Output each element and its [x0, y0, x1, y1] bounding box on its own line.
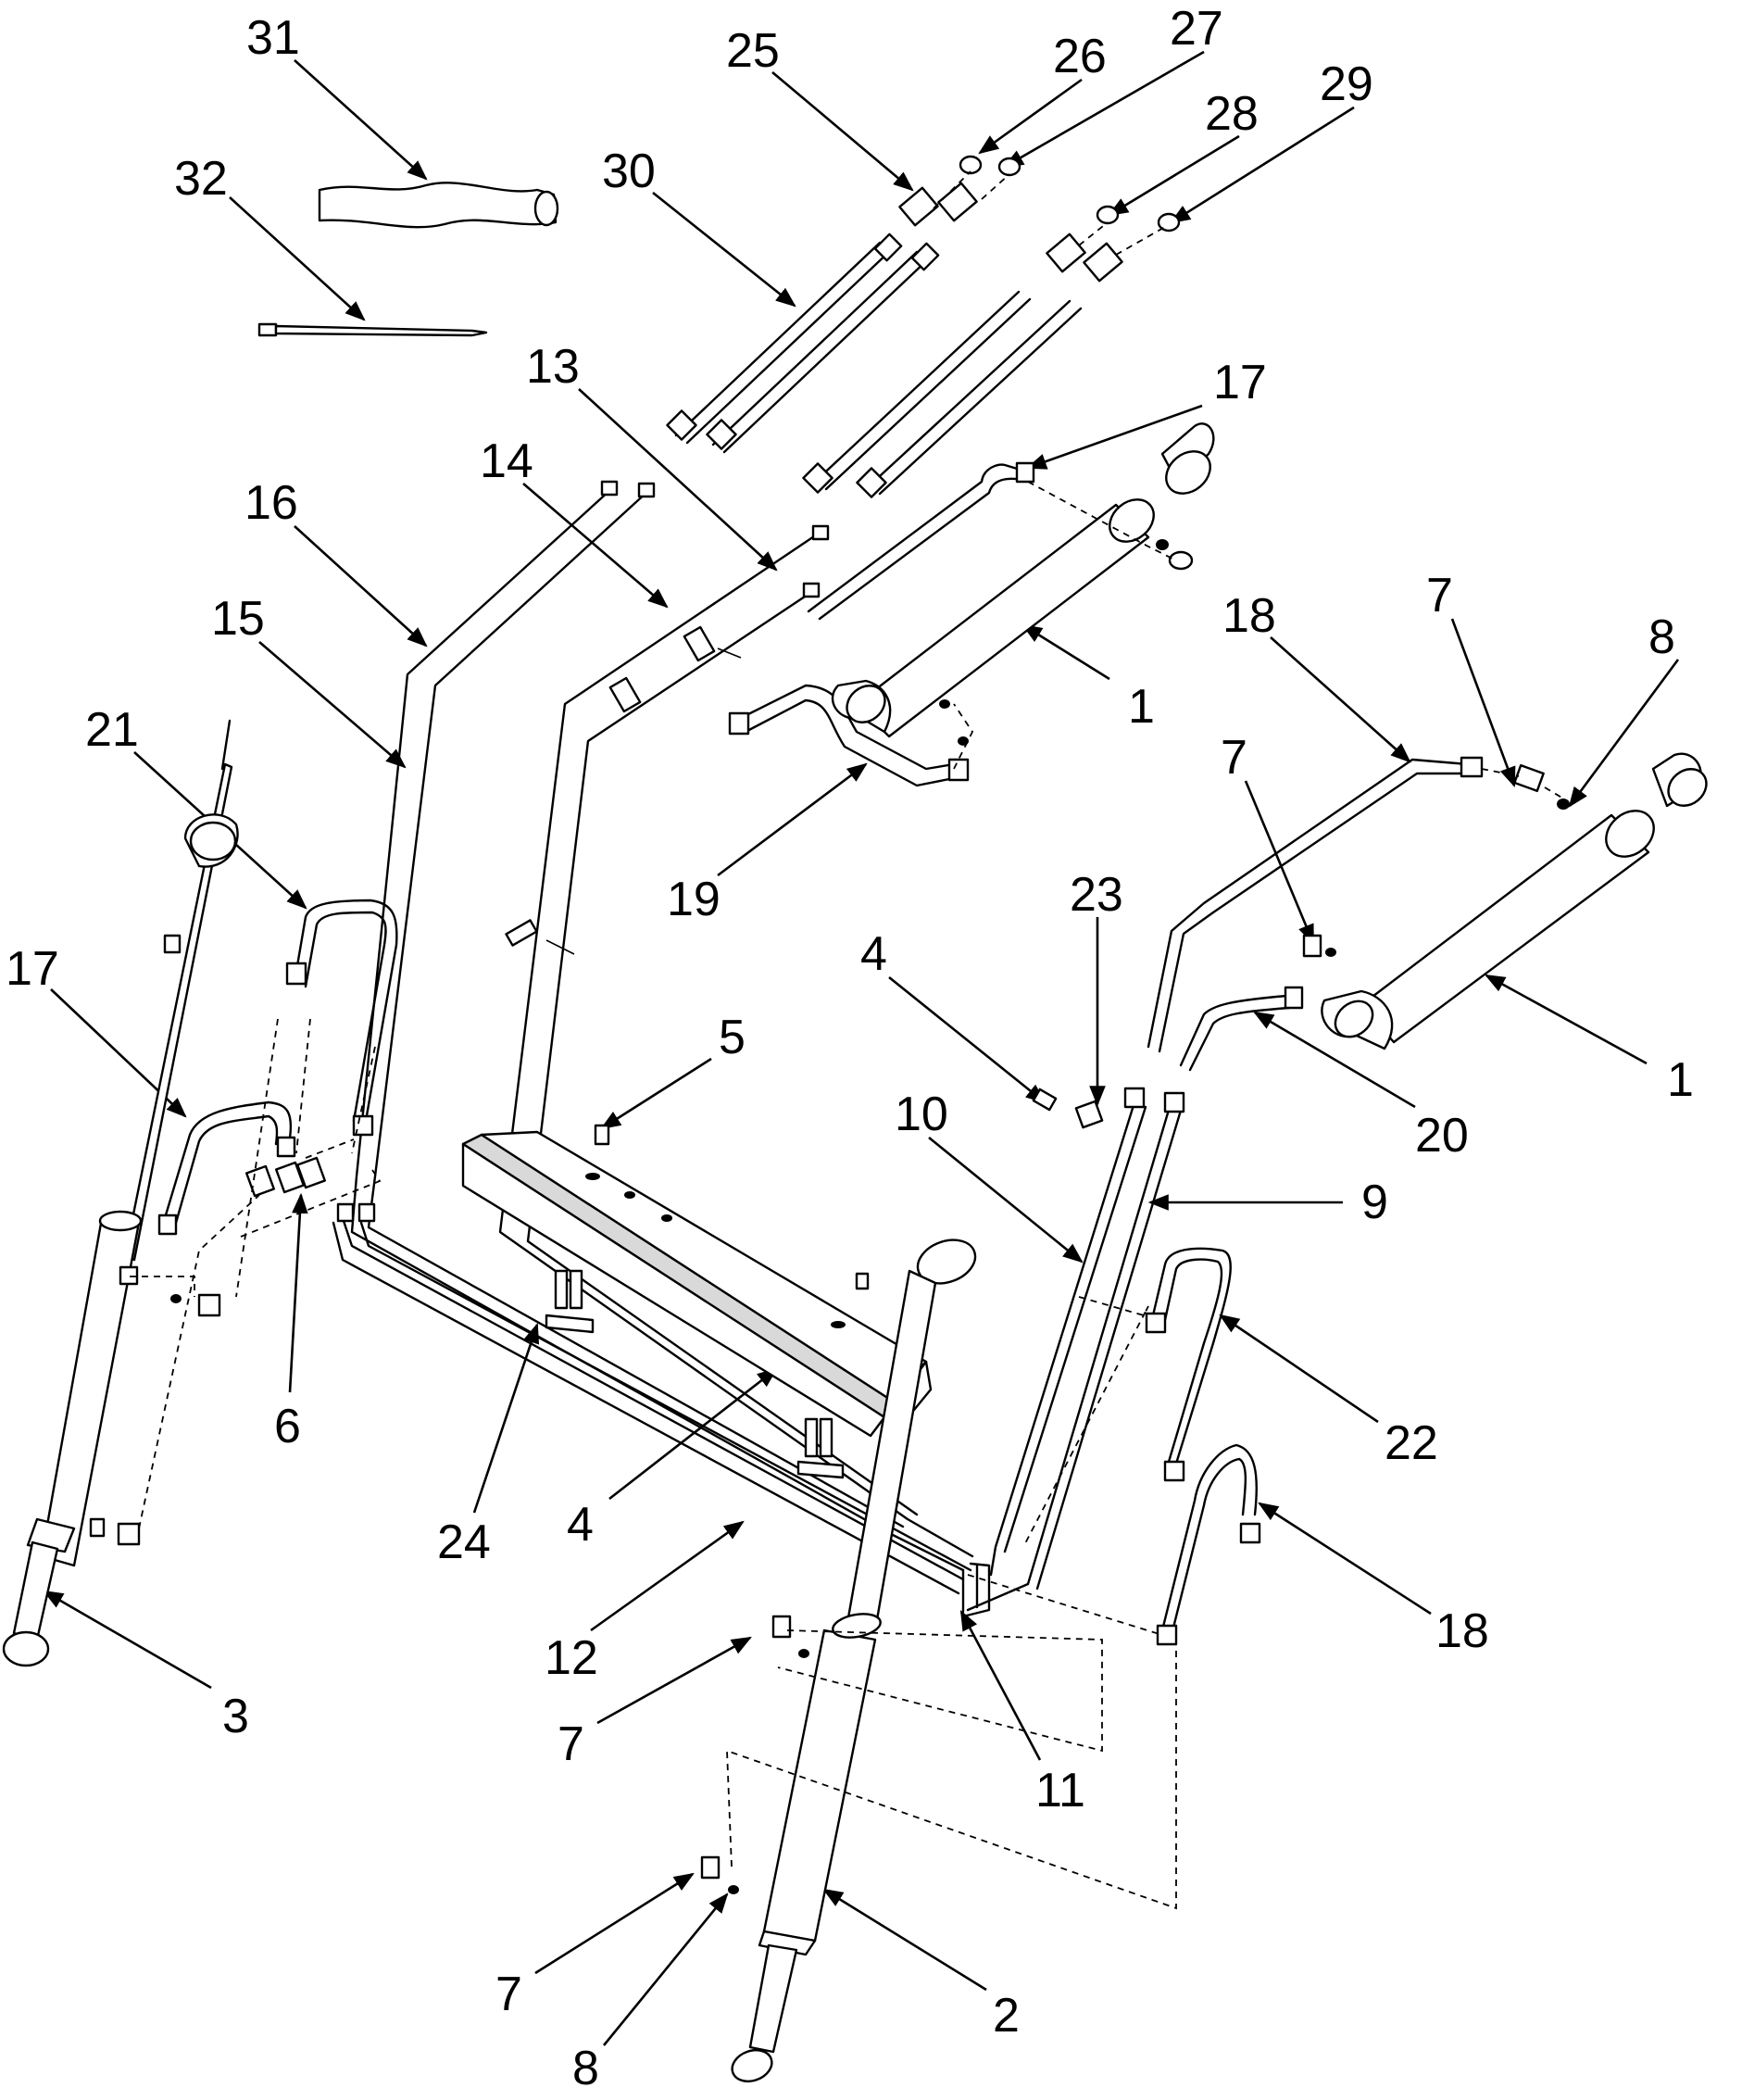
callout-22: 22 [1385, 1416, 1438, 1470]
cylinder-left [2, 719, 260, 1667]
callout-1-upper: 1 [1128, 680, 1155, 734]
callout-28: 28 [1205, 87, 1259, 141]
callout-labels: 31 25 26 27 28 29 30 32 13 17 14 16 1 7 … [6, 2, 1694, 2095]
hose-21 [285, 899, 398, 1137]
callout-7-mid: 7 [1221, 731, 1247, 785]
callout-4-lower: 4 [567, 1498, 594, 1552]
callout-11: 11 [1035, 1764, 1085, 1817]
cable-tie [257, 322, 488, 337]
callout-23: 23 [1070, 868, 1123, 922]
callout-14: 14 [480, 434, 533, 488]
callout-24: 24 [437, 1515, 491, 1569]
fitting-6 [235, 1018, 382, 1298]
couplers [898, 155, 1181, 283]
callout-2: 2 [993, 1989, 1020, 2043]
hose-18-upper [1147, 756, 1570, 1053]
hose-20 [1179, 934, 1336, 1072]
hose-18-lower [967, 1443, 1261, 1646]
callout-29: 29 [1320, 57, 1373, 111]
hose-sleeve [318, 182, 559, 229]
callout-27: 27 [1170, 2, 1223, 56]
callout-15: 15 [211, 592, 265, 646]
hose-22 [1145, 1247, 1232, 1482]
callout-10: 10 [895, 1088, 948, 1141]
bolt-set-24 [545, 1269, 845, 1479]
callout-3: 3 [222, 1690, 249, 1743]
callout-13: 13 [526, 340, 580, 394]
callout-1-lower: 1 [1667, 1053, 1694, 1107]
callout-6: 6 [274, 1400, 301, 1453]
callout-19: 19 [667, 873, 721, 926]
callout-7-right: 7 [1426, 569, 1453, 622]
callout-8-right: 8 [1648, 610, 1675, 664]
callout-30: 30 [602, 145, 656, 198]
callout-4-upper: 4 [860, 927, 887, 981]
callout-5: 5 [719, 1011, 746, 1064]
callout-20: 20 [1415, 1109, 1469, 1163]
callout-18-upper: 18 [1222, 589, 1276, 643]
upper-hoses [666, 233, 1083, 498]
leader-lines [43, 50, 1680, 2046]
cylinder-center [700, 1239, 1177, 2083]
callout-12: 12 [545, 1631, 598, 1685]
callout-26: 26 [1053, 30, 1107, 83]
tube-clamp [505, 625, 742, 955]
callout-18-lower: 18 [1435, 1604, 1489, 1658]
callout-21: 21 [85, 703, 139, 757]
cylinder-upper [832, 422, 1215, 746]
callout-9: 9 [1361, 1176, 1388, 1229]
callout-17-upper: 17 [1213, 356, 1267, 409]
callout-7-bottom: 7 [495, 1968, 522, 2021]
crossbar [461, 1124, 933, 1442]
callout-32: 32 [174, 152, 228, 206]
callout-8-bottom: 8 [572, 2042, 599, 2095]
tubes-9-10 [966, 1087, 1185, 1612]
hose-17-upper [807, 461, 1177, 621]
callout-31: 31 [246, 11, 300, 65]
hose-17-left [157, 1100, 296, 1236]
cylinder-lower-right [1321, 752, 1708, 1050]
callout-17-left: 17 [6, 942, 59, 996]
callout-7-lower: 7 [558, 1717, 584, 1771]
callout-25: 25 [726, 24, 780, 78]
elbow-23 [1032, 1088, 1104, 1129]
callout-16: 16 [244, 476, 298, 530]
